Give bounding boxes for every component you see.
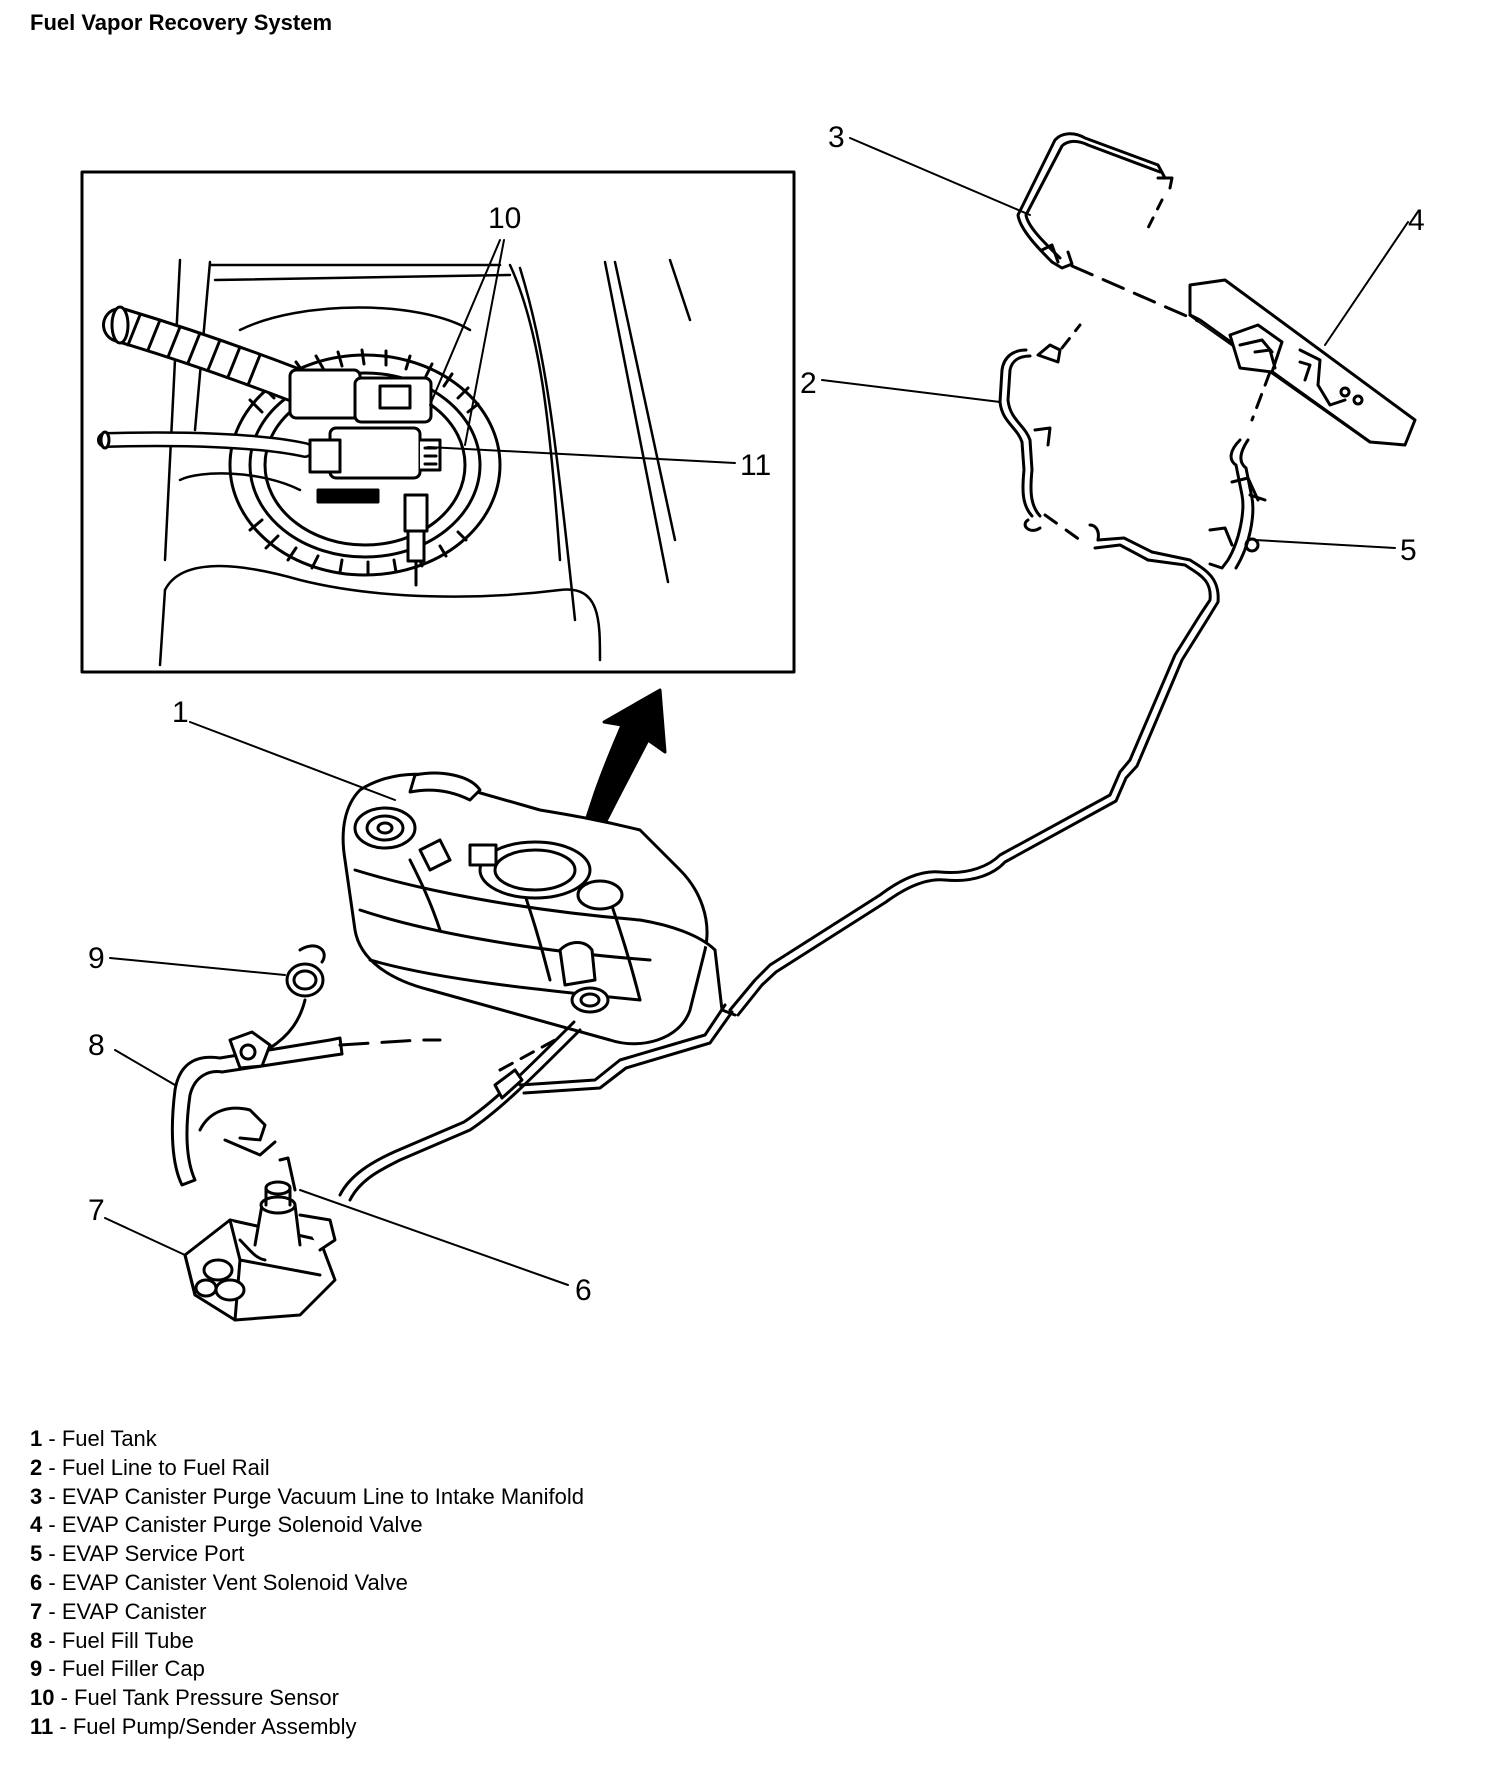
callout-6: 6 xyxy=(575,1274,592,1307)
legend-label: EVAP Canister Vent Solenoid Valve xyxy=(61,1569,408,1595)
legend-label: Fuel Tank Pressure Sensor xyxy=(74,1685,339,1711)
legend-item: 11 - Fuel Pump/Sender Assembly xyxy=(30,1713,584,1742)
legend-separator: - xyxy=(42,1426,62,1451)
legend-label: EVAP Canister Purge Vacuum Line to Intak… xyxy=(61,1483,584,1509)
fuel-tank xyxy=(341,771,737,1046)
legend-label: EVAP Canister xyxy=(61,1598,207,1624)
legend-separator: - xyxy=(42,1656,62,1682)
legend: 1 - Fuel Tank 2 - Fuel Line to Fuel Rail… xyxy=(30,1425,584,1742)
legend-number: 2 xyxy=(30,1454,43,1480)
evap-service-port xyxy=(1208,438,1267,570)
legend-number: 10 xyxy=(30,1685,55,1711)
fuel-fill-tube xyxy=(170,1030,344,1187)
callout-5: 5 xyxy=(1400,534,1417,567)
legend-item: 1 - Fuel Tank xyxy=(30,1425,584,1454)
callout-10: 10 xyxy=(488,202,521,235)
wiring-harness xyxy=(97,305,313,458)
legend-separator: - xyxy=(42,1598,62,1624)
legend-item: 2 - Fuel Line to Fuel Rail xyxy=(30,1454,584,1483)
legend-item: 9 - Fuel Filler Cap xyxy=(30,1655,584,1684)
legend-label: Fuel Pump/Sender Assembly xyxy=(72,1713,357,1739)
fuel-line-to-rail xyxy=(728,323,1220,1017)
legend-label: EVAP Service Port xyxy=(61,1541,245,1567)
callout-1: 1 xyxy=(172,696,189,729)
legend-number: 6 xyxy=(30,1569,43,1595)
legend-number: 11 xyxy=(30,1713,54,1739)
legend-separator: - xyxy=(53,1713,73,1739)
legend-label: Fuel Tank xyxy=(61,1426,157,1451)
legend-item: 7 - EVAP Canister xyxy=(30,1598,584,1627)
detail-inset xyxy=(80,170,796,674)
legend-separator: - xyxy=(42,1541,62,1567)
legend-separator: - xyxy=(42,1454,62,1480)
callout-3: 3 xyxy=(828,121,845,154)
connector-block xyxy=(288,368,442,587)
legend-number: 1 xyxy=(30,1426,43,1451)
evap-canister xyxy=(183,1156,337,1322)
legend-number: 9 xyxy=(30,1656,43,1682)
callout-9: 9 xyxy=(88,942,105,975)
leader-lines xyxy=(104,137,1409,1286)
legend-separator: - xyxy=(54,1685,75,1711)
legend-number: 3 xyxy=(30,1483,43,1509)
legend-number: 4 xyxy=(30,1512,43,1538)
legend-number: 5 xyxy=(30,1541,43,1567)
vent-line xyxy=(338,1003,734,1202)
callout-11: 11 xyxy=(740,449,771,482)
legend-number: 7 xyxy=(30,1598,43,1624)
legend-separator: - xyxy=(42,1483,62,1509)
callout-4: 4 xyxy=(1408,204,1425,237)
callout-2: 2 xyxy=(800,367,817,400)
legend-item: 10 - Fuel Tank Pressure Sensor xyxy=(30,1684,584,1713)
legend-label: EVAP Canister Purge Solenoid Valve xyxy=(61,1512,423,1538)
legend-item: 6 - EVAP Canister Vent Solenoid Valve xyxy=(30,1569,584,1598)
legend-number: 8 xyxy=(30,1627,43,1653)
fuel-filler-cap xyxy=(268,944,326,1050)
callouts: 1 2 3 4 5 6 7 8 9 10 11 xyxy=(88,121,1425,1307)
legend-separator: - xyxy=(42,1569,62,1595)
legend-label: Fuel Line to Fuel Rail xyxy=(61,1454,270,1480)
legend-separator: - xyxy=(42,1512,62,1538)
page-title: Fuel Vapor Recovery System xyxy=(30,10,333,35)
callout-7: 7 xyxy=(88,1194,105,1227)
legend-item: 8 - Fuel Fill Tube xyxy=(30,1627,584,1656)
legend-item: 3 - EVAP Canister Purge Vacuum Line to I… xyxy=(30,1483,584,1512)
legend-label: Fuel Filler Cap xyxy=(61,1656,205,1682)
purge-solenoid-valve xyxy=(1188,278,1417,447)
legend-separator: - xyxy=(42,1627,62,1653)
callout-8: 8 xyxy=(88,1029,105,1062)
legend-item: 4 - EVAP Canister Purge Solenoid Valve xyxy=(30,1511,584,1540)
legend-label: Fuel Fill Tube xyxy=(61,1627,194,1653)
purge-vacuum-line xyxy=(1016,132,1232,337)
legend-item: 5 - EVAP Service Port xyxy=(30,1540,584,1569)
